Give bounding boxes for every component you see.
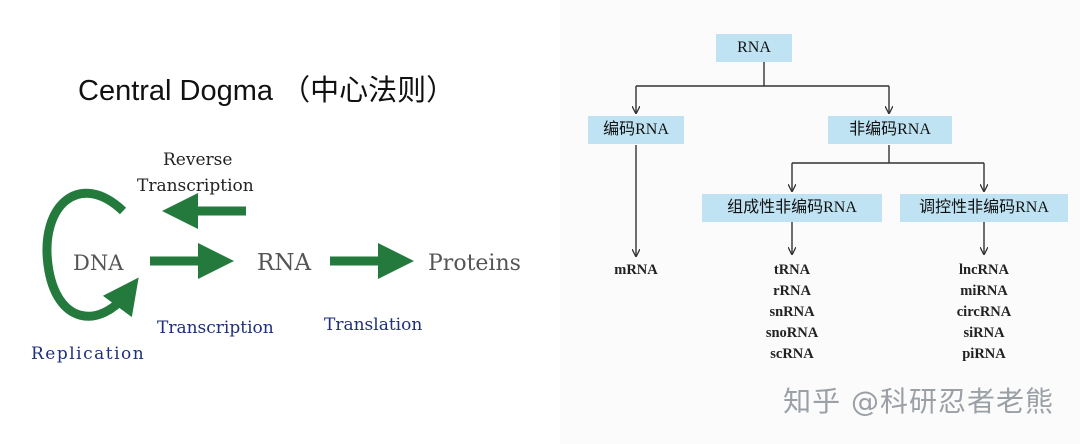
structural-rna-list: tRNA rRNA snRNA snoRNA scRNA xyxy=(752,260,832,365)
rna-classification-panel: RNA 编码RNA 非编码RNA 组成性非编码RNA 调控性非编码RNA mRN… xyxy=(560,0,1080,444)
zhihu-watermark: 知乎 @科研忍者老熊 xyxy=(783,385,1054,418)
coding-rna-list: mRNA xyxy=(604,260,668,281)
reverse-transcription-label-line2: Transcription xyxy=(137,176,254,196)
regulatory-rna-list: lncRNA miRNA circRNA siRNA piRNA xyxy=(944,260,1024,365)
replication-loop-arrow xyxy=(42,188,139,321)
rna-type-item: snoRNA xyxy=(765,325,819,341)
rna-type-item: scRNA xyxy=(770,346,814,362)
rna-label: RNA xyxy=(257,250,311,276)
rna-type-item: rRNA xyxy=(773,283,811,299)
reverse-transcription-label-line1: Reverse xyxy=(163,150,232,170)
central-dogma-drawing: Central Dogma （中心法则） Reverse Transcripti… xyxy=(31,74,521,364)
rna-type-item: snRNA xyxy=(769,304,815,320)
rna-type-item: circRNA xyxy=(956,304,1012,320)
rna-root-node: RNA xyxy=(716,34,792,62)
structural-noncoding-rna-node: 组成性非编码RNA xyxy=(702,194,882,222)
dna-label: DNA xyxy=(73,251,124,275)
coding-rna-node: 编码RNA xyxy=(588,116,684,144)
rna-type-item: tRNA xyxy=(773,262,811,278)
rna-type-item: siRNA xyxy=(963,325,1005,341)
regulatory-noncoding-rna-node: 调控性非编码RNA xyxy=(900,194,1068,222)
central-dogma-panel: Central Dogma （中心法则） Reverse Transcripti… xyxy=(31,74,521,364)
translation-label: Translation xyxy=(324,315,422,335)
rna-type-item: piRNA xyxy=(962,346,1006,362)
transcription-label: Transcription xyxy=(157,318,274,338)
proteins-label: Proteins xyxy=(428,251,521,276)
rna-tree-connectors xyxy=(560,62,1080,444)
rna-type-item: miRNA xyxy=(960,283,1008,299)
rna-type-item: mRNA xyxy=(614,262,658,278)
rna-type-item: lncRNA xyxy=(959,262,1009,278)
central-dogma-title: Central Dogma （中心法则） xyxy=(78,74,455,107)
noncoding-rna-node: 非编码RNA xyxy=(828,116,952,144)
replication-label: Replication xyxy=(31,344,145,364)
